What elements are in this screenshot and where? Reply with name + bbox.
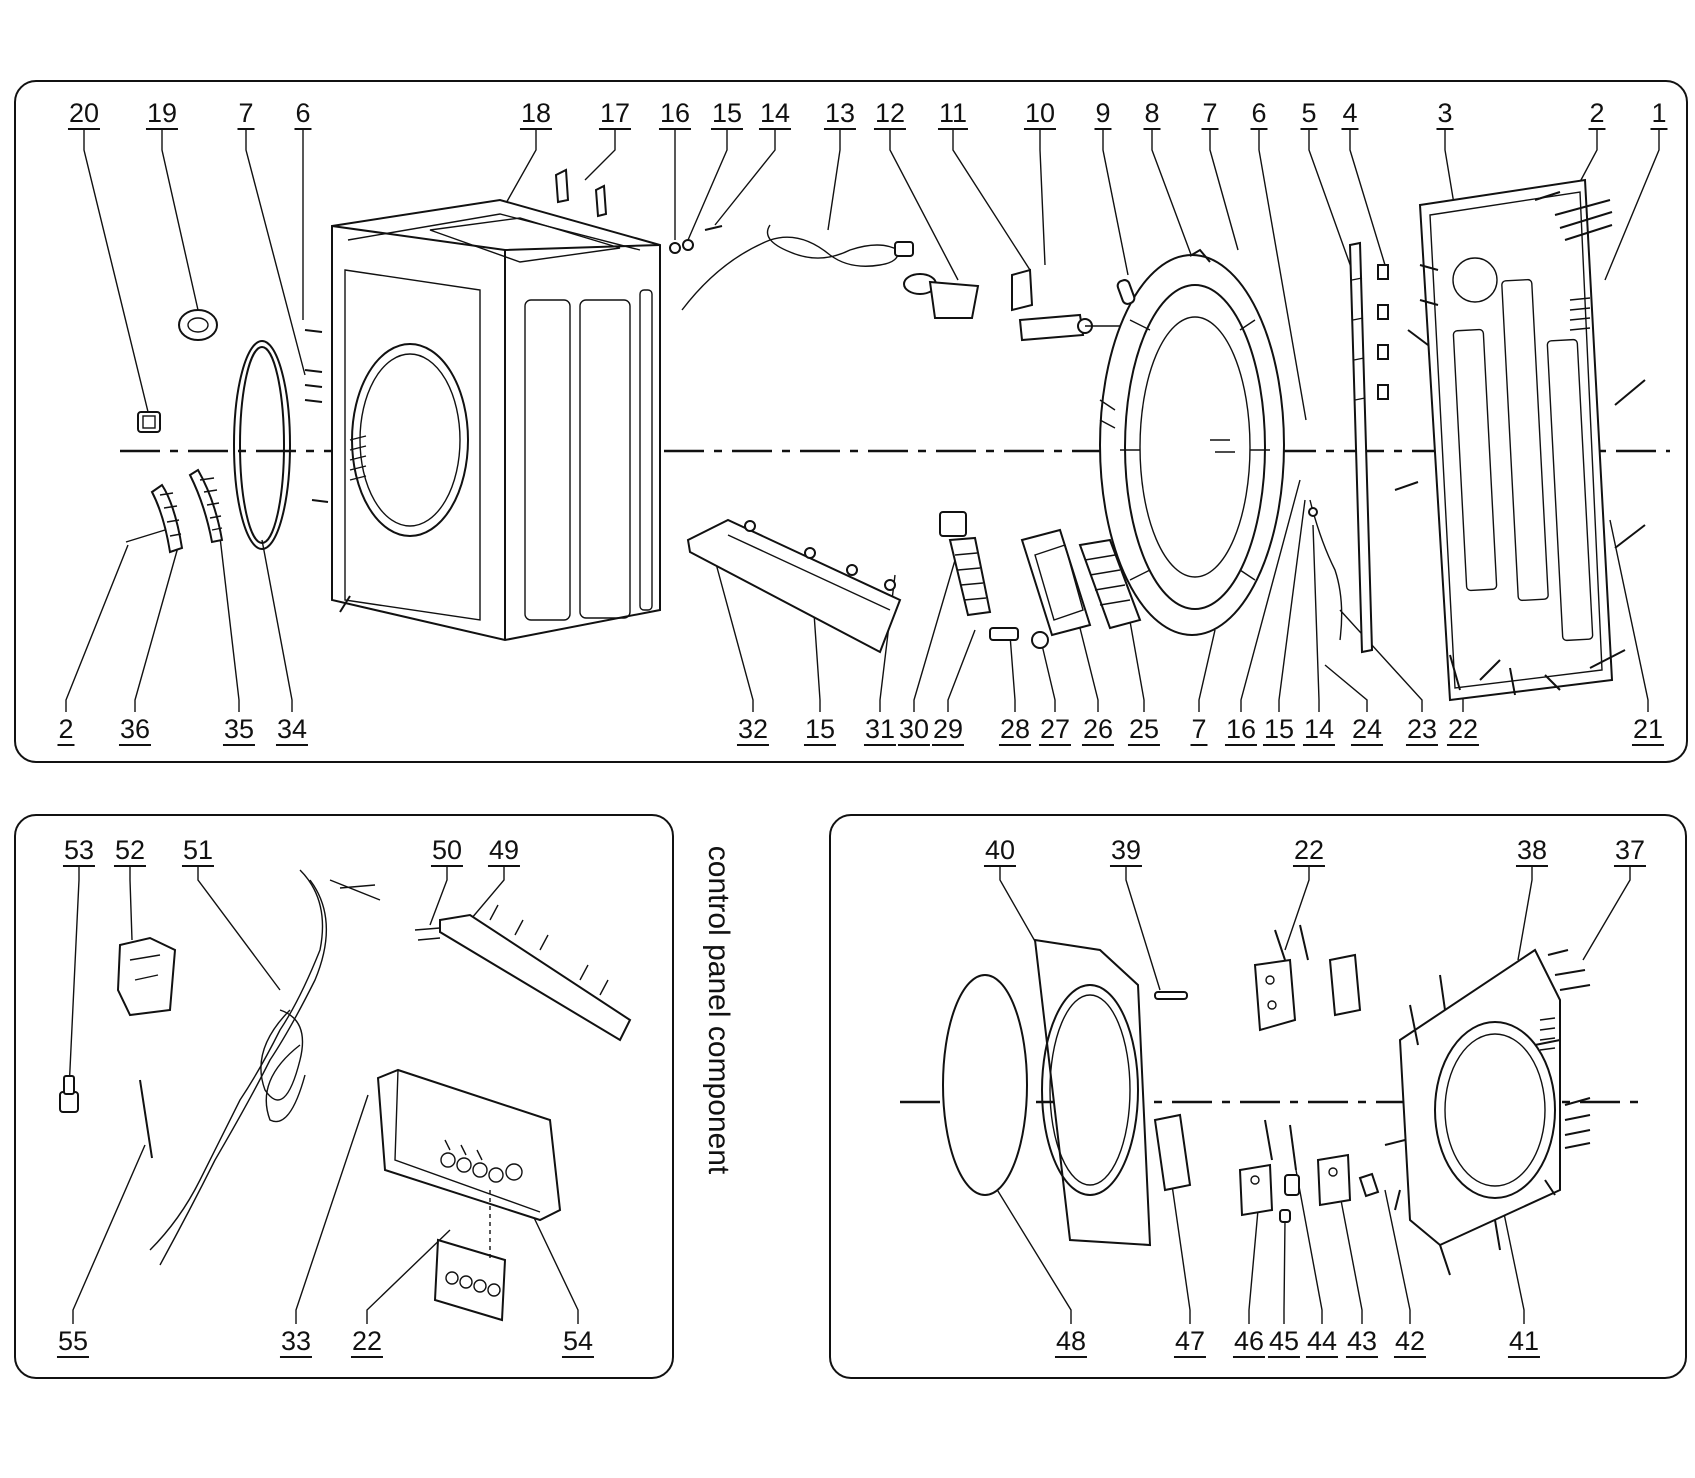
part-5-seal-strip	[1348, 241, 1374, 654]
part-47-door-handle	[1153, 1113, 1192, 1192]
part-label-19: 19	[145, 98, 179, 130]
main-screws	[304, 225, 723, 613]
part-48-door-glass	[942, 974, 1028, 1196]
control-leaders	[68, 866, 579, 1324]
part-label-47: 47	[1173, 1326, 1207, 1358]
part-label-16b: 16	[1224, 714, 1258, 746]
part-label-23: 23	[1405, 714, 1439, 746]
part-label-28: 28	[998, 714, 1032, 746]
part-9-pin	[1116, 279, 1136, 305]
part-label-36: 36	[118, 714, 152, 746]
part-21-rear-panel	[1418, 178, 1614, 702]
part-label-15b: 15	[803, 714, 837, 746]
part-label-29: 29	[931, 714, 965, 746]
part-label-41: 41	[1507, 1326, 1541, 1358]
part-54-control-panel	[376, 1068, 562, 1222]
control-panel-component-panel	[14, 814, 674, 1379]
main-assembly-panel	[14, 80, 1688, 763]
part-label-14b: 14	[1302, 714, 1336, 746]
door-assembly-panel	[829, 814, 1687, 1379]
part-label-54: 54	[561, 1326, 595, 1358]
part-42-latch	[1358, 1172, 1380, 1198]
part-27-thermostat	[1031, 631, 1049, 649]
part-51-wiring-harness	[149, 869, 381, 1266]
part-37-41-screws	[1384, 949, 1591, 1276]
part-38-inner-door-frame	[1398, 948, 1561, 1247]
part-28-terminal	[989, 627, 1019, 641]
part-23-ground-wire	[1308, 499, 1343, 641]
part-label-46: 46	[1232, 1326, 1266, 1358]
part-label-2b: 2	[57, 714, 75, 746]
door-leaders	[984, 866, 1631, 1324]
part-19-grommet	[178, 309, 218, 341]
part-label-42: 42	[1393, 1326, 1427, 1358]
part-52-pcb	[116, 936, 177, 1017]
part-20-bracket	[137, 411, 161, 433]
part-49-control-board-bracket	[414, 904, 632, 1042]
part-label-27: 27	[1038, 714, 1072, 746]
part-55-wire-tie	[139, 1079, 153, 1159]
part-label-34: 34	[275, 714, 309, 746]
part-label-45: 45	[1267, 1326, 1301, 1358]
part-18-cabinet	[331, 198, 661, 642]
part-label-48: 48	[1054, 1326, 1088, 1358]
part-4-clips	[1377, 264, 1389, 400]
part-label-32: 32	[736, 714, 770, 746]
part-label-33: 33	[279, 1326, 313, 1358]
main-top-leaders	[83, 129, 1660, 421]
part-label-22c: 22	[350, 1326, 384, 1358]
part-39-pin	[1154, 991, 1188, 1000]
part-11-door-lock	[1011, 268, 1195, 342]
part-36-filter-frame	[125, 483, 184, 554]
part-label-21: 21	[1631, 714, 1665, 746]
part-29-heater	[948, 536, 992, 617]
part-label-7c: 7	[1190, 714, 1208, 746]
part-label-55: 55	[56, 1326, 90, 1358]
part-label-44: 44	[1305, 1326, 1339, 1358]
part-45-bushing	[1279, 1209, 1291, 1223]
main-bottom-leaders	[65, 479, 1649, 712]
part-label-31: 31	[863, 714, 897, 746]
part-1-2-screws	[1394, 191, 1646, 696]
part-46-hinge-lower	[1238, 1119, 1274, 1217]
part-53-knob	[59, 1075, 79, 1113]
part-32-bottom-panel	[686, 518, 902, 654]
part-label-43: 43	[1345, 1326, 1379, 1358]
part-22-hinge-upper	[1253, 924, 1362, 1032]
part-13-power-cord	[681, 224, 914, 311]
part-26-heater-housing	[1020, 528, 1092, 637]
part-35-filter-mesh	[188, 468, 224, 544]
part-label-30: 30	[897, 714, 931, 746]
part-34-front-seal-ring	[233, 340, 291, 550]
part-8-rear-bulkhead	[1099, 248, 1285, 636]
part-label-22: 22	[1446, 714, 1480, 746]
part-label-10: 10	[1023, 98, 1057, 130]
part-17-clips	[554, 168, 608, 218]
part-label-25: 25	[1127, 714, 1161, 746]
part-label-15c: 15	[1262, 714, 1296, 746]
part-30-heater-holder	[939, 511, 967, 537]
part-label-26: 26	[1081, 714, 1115, 746]
part-22-control-overlay	[433, 1190, 507, 1322]
part-12-switch	[903, 273, 980, 319]
part-label-35: 35	[222, 714, 256, 746]
part-25-mesh	[1078, 538, 1142, 630]
part-40-front-panel	[1033, 938, 1152, 1247]
part-43-hinge-plate	[1316, 1153, 1352, 1207]
part-44-hinge-pin	[1284, 1124, 1300, 1196]
part-label-24: 24	[1350, 714, 1384, 746]
